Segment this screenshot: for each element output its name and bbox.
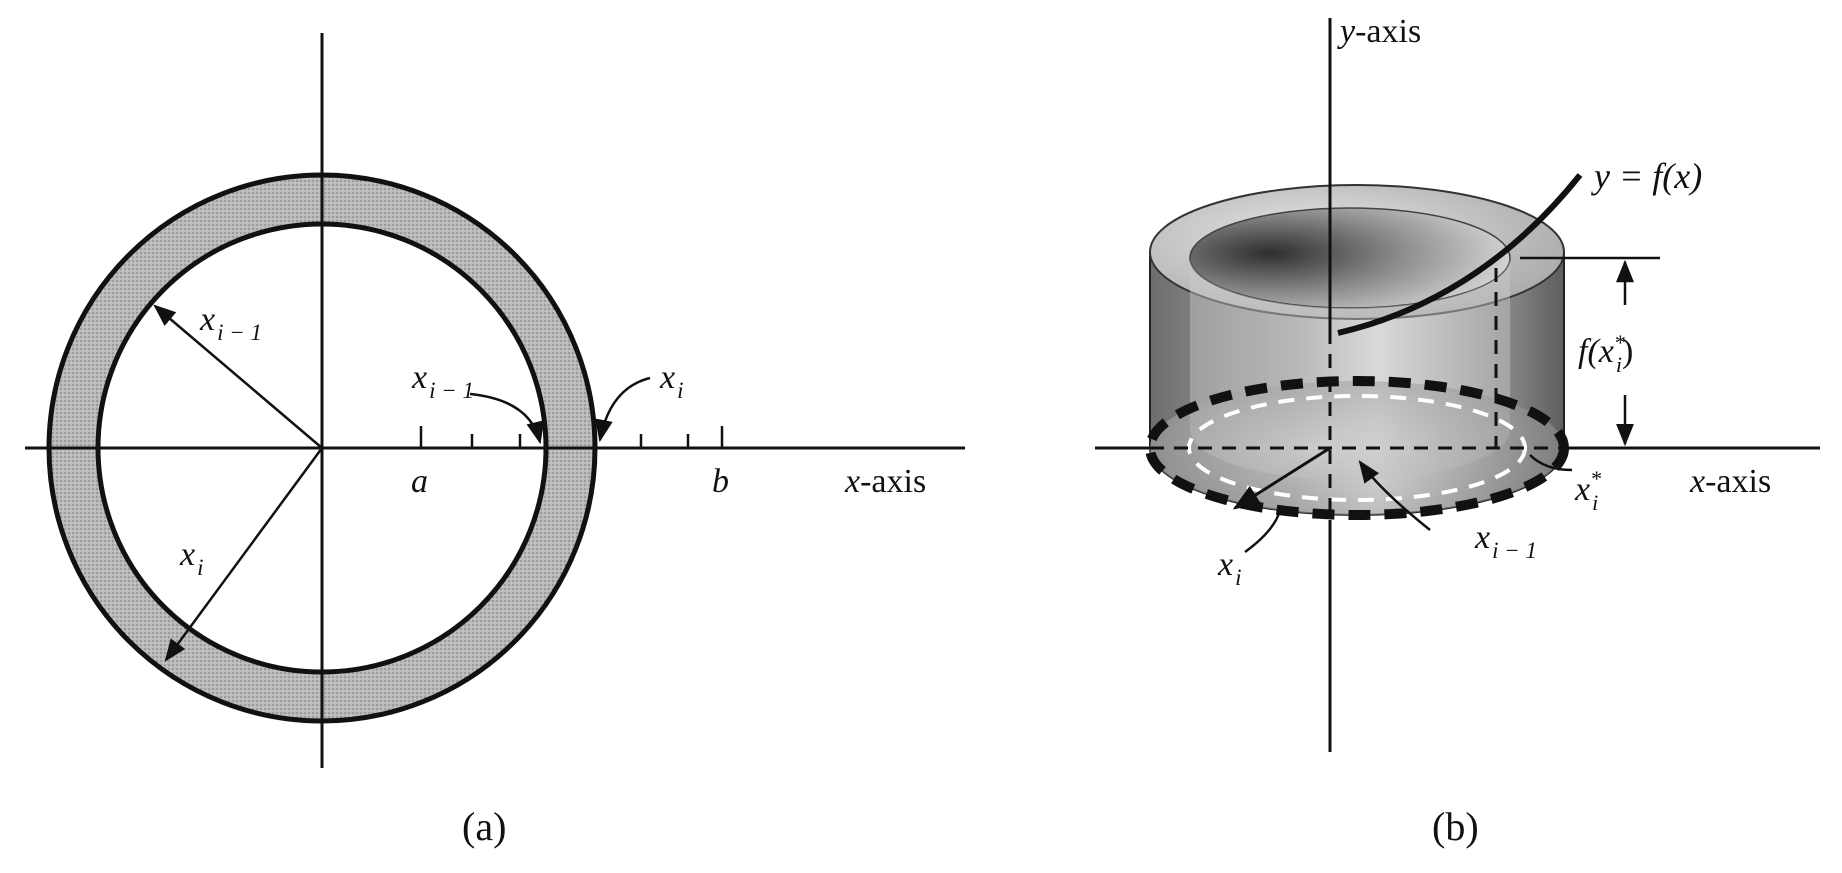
- tick-label-a: a: [411, 463, 428, 500]
- label-outer-radius: xi: [179, 536, 203, 580]
- label-xi-star: x*i: [1574, 466, 1602, 515]
- outer-tick-pointer: [594, 376, 651, 443]
- pointer-xi: [1244, 509, 1282, 554]
- caption-a: (a): [462, 804, 506, 849]
- height-label: f(x*i): [1578, 330, 1633, 377]
- label-xi-b: xi: [1217, 546, 1241, 590]
- label-xi-minus-1-b: xi − 1: [1474, 519, 1537, 563]
- shell-inner-hole: [1189, 207, 1511, 309]
- x-axis-label-b: x-axis: [1689, 463, 1771, 500]
- panel-a: xi − 1 xi xi − 1 xi a b x-axis (a): [25, 33, 965, 849]
- label-inner-tick: xi − 1: [411, 359, 474, 403]
- function-curve: [1337, 173, 1583, 336]
- base-radius-arrow-xi: [1232, 446, 1331, 510]
- base-radius-arrow-xi-minus-1: [1358, 460, 1431, 531]
- curve-label: y = f(x): [1591, 156, 1702, 196]
- tick-label-b: b: [712, 463, 729, 500]
- label-inner-radius: xi − 1: [199, 301, 262, 345]
- inner-radius-arrow: [153, 304, 323, 449]
- pointer-xi-star: [1529, 454, 1573, 472]
- outer-radius-arrow: [164, 447, 324, 662]
- inner-tick-pointer: [469, 392, 545, 445]
- base-outer-dashed: [1145, 376, 1569, 520]
- x-axis-label-a: x-axis: [844, 463, 926, 500]
- y-axis-label-b: y-axis: [1337, 13, 1421, 50]
- caption-b: (b): [1432, 804, 1479, 849]
- label-outer-tick: xi: [659, 359, 683, 403]
- panel-b: y-axis y = f(x) f(x*i) x*i x-axis xi xi …: [1095, 13, 1820, 849]
- base-inner-dashed: [1187, 394, 1527, 502]
